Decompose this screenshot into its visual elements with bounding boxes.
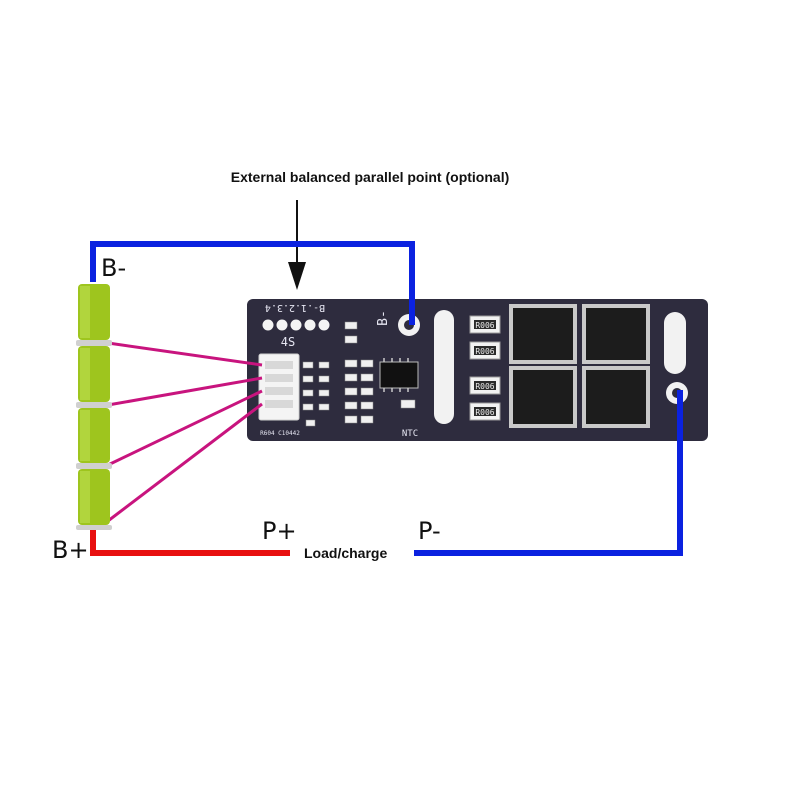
ntc-label: NTC [402, 429, 418, 439]
p-plus-label: P+ [262, 517, 297, 545]
balance-connector [258, 353, 300, 421]
battery-cell [76, 346, 112, 408]
balance-point-arrow [288, 200, 306, 290]
b-plus-label: B+ [52, 536, 89, 564]
b-minus-pad-silk: B- [376, 310, 391, 326]
pcb-slot-right [664, 312, 686, 374]
pcb-slot-left [434, 310, 454, 424]
battery-pack [76, 284, 112, 530]
battery-cell [76, 469, 112, 530]
mosfets [509, 304, 650, 428]
resistor-label: R006 [475, 408, 494, 417]
bms-board: B-.1.2.3.4 4S B- NTC R604 C10442 [247, 299, 708, 441]
sense-resistors: R006 R006 R006 R006 [469, 315, 501, 421]
b-minus-label: B- [101, 254, 126, 282]
balance-point-note: External balanced parallel point (option… [231, 169, 510, 185]
b-minus-wire [90, 241, 415, 325]
protection-ic [379, 358, 419, 392]
p-minus-wire [414, 390, 683, 556]
balance-wires [99, 341, 263, 529]
battery-cell [76, 284, 112, 346]
resistor-label: R006 [475, 321, 494, 330]
balance-pin-holes [262, 319, 330, 331]
load-charge-label: Load/charge [304, 545, 387, 561]
smd-components [302, 321, 416, 427]
resistor-label: R006 [475, 382, 494, 391]
series-mark: 4S [281, 335, 295, 349]
battery-cell [76, 408, 112, 469]
pin-silk-label: B-.1.2.3.4 [265, 302, 325, 313]
b-plus-wire [90, 527, 290, 556]
connector-silk: R604 C10442 [260, 430, 300, 437]
p-minus-label: P- [418, 517, 441, 545]
resistor-label: R006 [475, 347, 494, 356]
